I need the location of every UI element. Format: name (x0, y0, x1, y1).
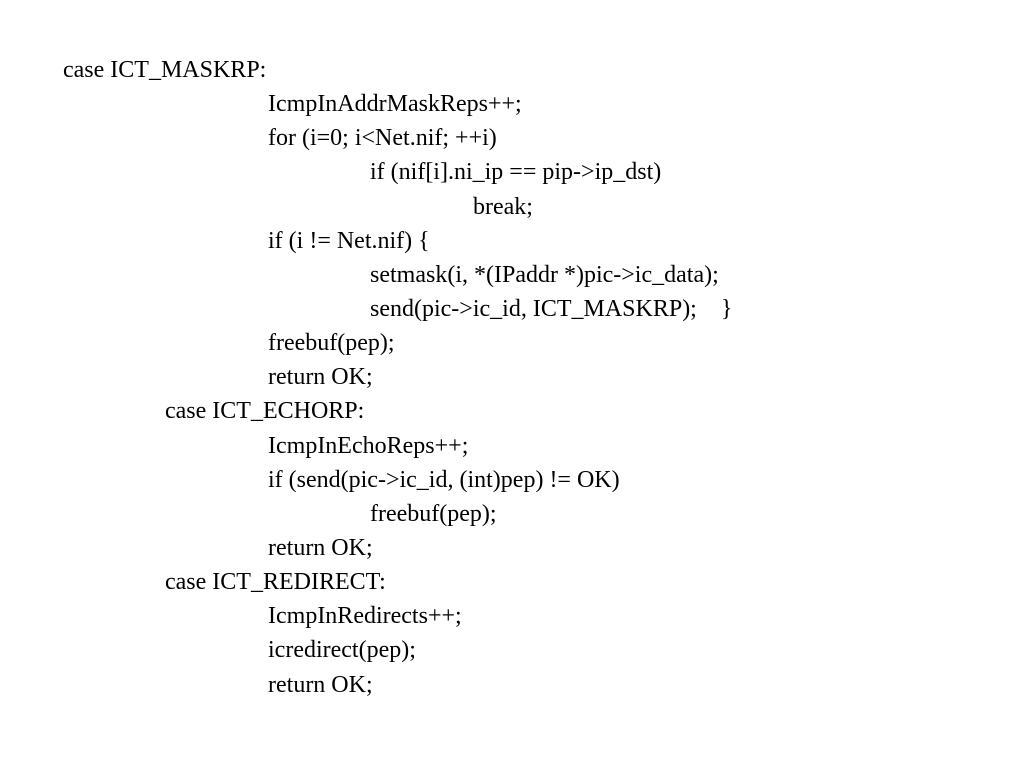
code-line: setmask(i, *(IPaddr *)pic->ic_data); (370, 262, 719, 288)
code-line: case ICT_MASKRP: (63, 57, 267, 83)
code-line: break; (473, 194, 533, 220)
code-line: return OK; (268, 364, 373, 390)
code-line: if (i != Net.nif) { (268, 228, 430, 254)
code-line: IcmpInRedirects++; (268, 603, 462, 629)
code-line: if (send(pic->ic_id, (int)pep) != OK) (268, 467, 620, 493)
code-line: return OK; (268, 535, 373, 561)
code-line: if (nif[i].ni_ip == pip->ip_dst) (370, 159, 662, 185)
code-line: for (i=0; i<Net.nif; ++i) (268, 125, 497, 151)
code-line: return OK; (268, 672, 373, 698)
code-line: send(pic->ic_id, ICT_MASKRP); } (370, 296, 733, 322)
code-line: freebuf(pep); (268, 330, 395, 356)
code-line: IcmpInEchoReps++; (268, 433, 469, 459)
code-line: freebuf(pep); (370, 501, 497, 527)
code-line: case ICT_ECHORP: (165, 398, 365, 424)
code-line: case ICT_REDIRECT: (165, 569, 386, 595)
code-line: IcmpInAddrMaskReps++; (268, 91, 522, 117)
code-line: icredirect(pep); (268, 637, 416, 663)
